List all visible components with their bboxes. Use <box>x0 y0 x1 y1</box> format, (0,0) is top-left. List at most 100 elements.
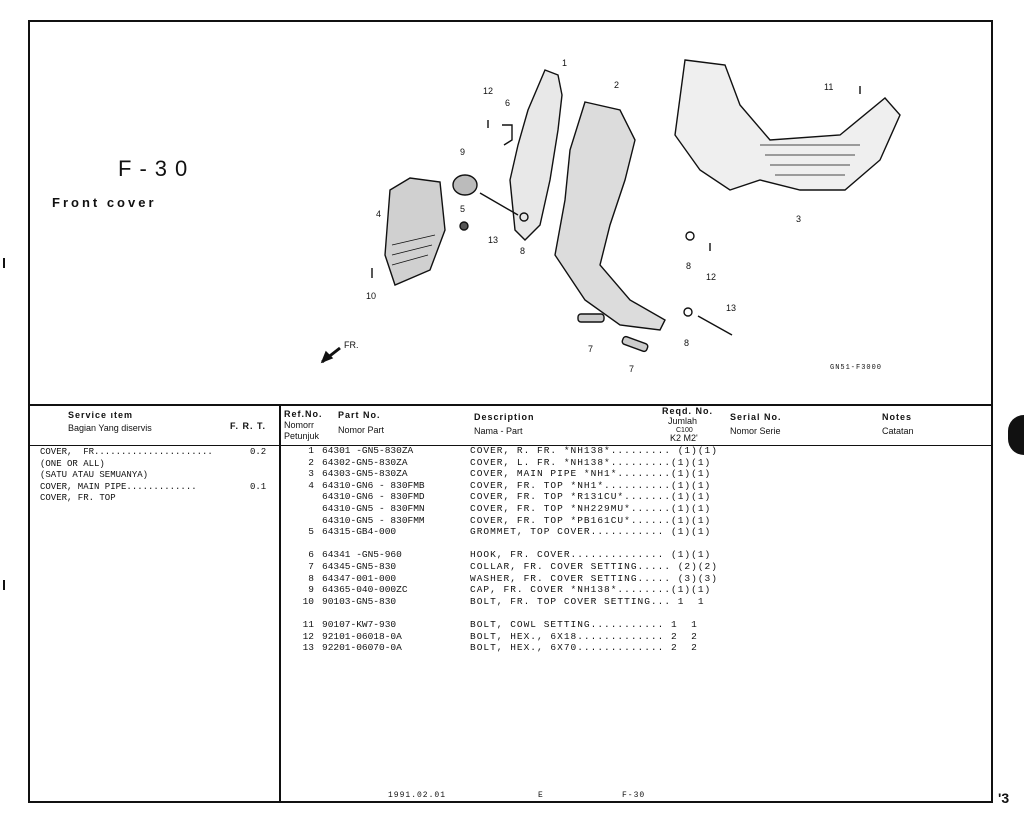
ref-number: 5 <box>308 526 314 538</box>
part-number <box>314 538 470 550</box>
svg-text:13: 13 <box>488 235 498 245</box>
part-description: BOLT, HEX., 6X70............. 2 2 <box>470 642 698 654</box>
column-divider <box>279 404 281 803</box>
parts-row: 8 64347-001-000 WASHER, FR. COVER SETTING.… <box>292 573 730 585</box>
margin-tick <box>3 258 5 268</box>
svg-text:7: 7 <box>629 364 634 374</box>
ref-no-header-id-2: Petunjuk <box>284 431 320 441</box>
ref-number: 7 <box>308 560 314 572</box>
svg-text:7: 7 <box>588 344 593 354</box>
svg-text:6: 6 <box>505 98 510 108</box>
front-top-cover-drawing <box>384 177 446 286</box>
part-number: 92201-06070-0A <box>322 642 402 654</box>
part-number: 64310-GN5 - 830FMM <box>322 514 425 526</box>
part-description: BOLT, HEX., 6X18............. 2 2 <box>470 630 698 642</box>
ref-number <box>292 607 314 619</box>
serial-no-header-id: Nomor Serie <box>730 426 781 436</box>
svg-text:9: 9 <box>460 147 465 157</box>
section-divider <box>28 404 993 406</box>
footer-edition: E <box>538 791 544 800</box>
ref-number <box>292 515 314 527</box>
parts-row: 11 90107-KW7-930 BOLT, COWL SETTING.......… <box>292 619 730 631</box>
part-description: COVER, FR. TOP *R131CU*.......(1)(1) <box>470 491 712 503</box>
part-number: 90103-GN5-830 <box>322 595 397 607</box>
ref-number: 3 <box>308 468 314 480</box>
hook-drawing <box>502 124 513 146</box>
part-number: 64310-GN5 - 830FMN <box>322 502 425 514</box>
ref-number: 11 <box>302 618 314 630</box>
footer-page: F-30 <box>622 791 646 800</box>
notes-header-id: Catatan <box>882 426 914 436</box>
parts-row: 3 64303-GN5-830ZA COVER, MAIN PIPE *NH1*..… <box>292 468 730 480</box>
part-description <box>470 607 730 619</box>
part-description: GROMMET, TOP COVER........... (1)(1) <box>470 526 712 538</box>
exploded-parts-diagram: 1 2 3 4 5 6 7 7 8 8 8 9 10 11 12 12 13 1… <box>320 58 901 374</box>
reqd-sub-header: C100 <box>676 427 693 434</box>
ref-number <box>292 538 314 550</box>
margin-tick <box>3 580 5 590</box>
binding-hole-mark <box>1008 415 1024 455</box>
ref-number: 9 <box>308 584 314 596</box>
ref-number: 2 <box>308 456 314 468</box>
part-no-header: Part No. <box>338 410 381 420</box>
part-number: 64302-GN5-830ZA <box>322 456 408 468</box>
part-description: COVER, FR. TOP *NH1*..........(1)(1) <box>470 479 712 491</box>
part-number <box>314 607 470 619</box>
part-description: WASHER, FR. COVER SETTING..... (3)(3) <box>470 572 718 584</box>
svg-text:2: 2 <box>614 80 619 90</box>
reqd-models-header: K2 M2' <box>670 433 698 443</box>
ref-number: 8 <box>308 572 314 584</box>
svg-text:FR.: FR. <box>344 340 359 350</box>
part-description: COLLAR, FR. COVER SETTING..... (2)(2) <box>470 560 718 572</box>
frt-value: 0.2 <box>250 447 267 457</box>
svg-text:1: 1 <box>562 58 567 68</box>
service-item: COVER, MAIN PIPE............. <box>40 481 197 492</box>
main-pipe-cover-drawing <box>674 59 901 191</box>
ref-no-header-id-1: Nomorr <box>284 420 315 430</box>
washer-8-c-drawing <box>683 307 693 317</box>
part-description: COVER, R. FR. *NH138*......... (1)(1) <box>470 445 718 456</box>
parts-row: 2 64302-GN5-830ZA COVER, L. FR. *NH138*...… <box>292 457 730 469</box>
part-description: BOLT, FR. TOP COVER SETTING... 1 1 <box>470 595 705 607</box>
service-item-header: Service ıtem <box>68 410 134 420</box>
svg-text:8: 8 <box>686 261 691 271</box>
reqd-no-header-id: Jumlah <box>668 416 698 426</box>
part-number: 90107-KW7-930 <box>322 618 397 630</box>
part-number: 64310-GN6 - 830FMB <box>322 479 425 491</box>
service-item: COVER, FR...................... <box>40 447 213 457</box>
ref-number <box>292 491 314 503</box>
part-number: 64303-GN5-830ZA <box>322 468 408 480</box>
page-corner-number: '3 <box>998 790 1010 806</box>
svg-text:11: 11 <box>824 82 833 92</box>
service-item: (ONE OR ALL) <box>40 458 105 469</box>
ref-number <box>292 503 314 515</box>
part-description: COVER, MAIN PIPE *NH1*........(1)(1) <box>470 468 712 480</box>
part-no-header-id: Nomor Part <box>338 425 385 435</box>
part-description: COVER, L. FR. *NH138*.........(1)(1) <box>470 456 712 468</box>
collar-7-b-drawing <box>621 335 649 353</box>
diagram-code: GN51-F3000 <box>830 364 883 372</box>
parts-row <box>292 538 730 550</box>
part-description: BOLT, COWL SETTING........... 1 1 <box>470 618 698 630</box>
part-description: COVER, FR. TOP *PB161CU*......(1)(1) <box>470 514 712 526</box>
washer-8-b-drawing <box>685 231 695 241</box>
grommet-drawing <box>459 221 469 231</box>
service-item-header-id: Bagian Yang diservis <box>68 423 152 433</box>
part-number: 64365-040-000ZC <box>322 584 408 596</box>
right-front-cover-drawing <box>509 69 563 241</box>
part-number: 92101-06018-0A <box>322 630 402 642</box>
svg-text:5: 5 <box>460 204 465 214</box>
svg-text:13: 13 <box>726 303 736 313</box>
part-number: 64347-001-000 <box>322 572 397 584</box>
